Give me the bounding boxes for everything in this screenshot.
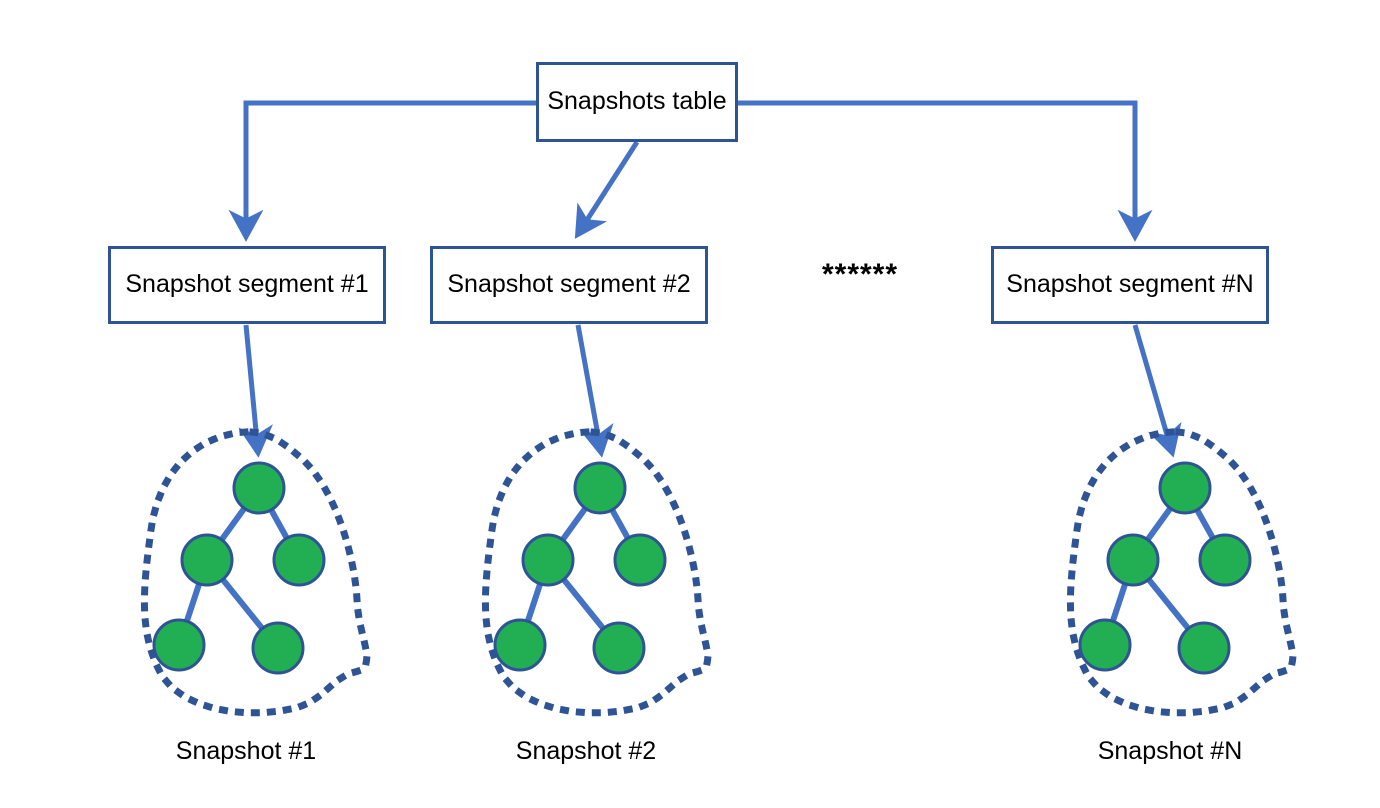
- snapshot-1-caption: Snapshot #1: [175, 737, 317, 765]
- snapshot-segment-1-box[interactable]: Snapshot segment #1: [108, 246, 386, 324]
- tree-node-child-right: [1198, 533, 1252, 587]
- snapshot-group-1: [140, 428, 371, 717]
- tree-node-leaf-left: [152, 618, 206, 672]
- tree-node-leaf-right: [251, 621, 305, 675]
- connector-table-to-segment-n: [738, 100, 1153, 242]
- tree-node-child-left: [180, 533, 234, 587]
- tree-node-child-left: [1106, 533, 1160, 587]
- tree-nodes: [493, 461, 667, 675]
- tree-node-root: [573, 461, 627, 515]
- tree-nodes: [1078, 461, 1252, 675]
- snapshot-blob-outline: [140, 428, 371, 717]
- segments-ellipsis: ******: [821, 258, 899, 291]
- tree-node-leaf-right: [1177, 621, 1231, 675]
- tree-node-child-left: [521, 533, 575, 587]
- connector-table-to-segment-2: [574, 140, 640, 239]
- tree-node-leaf-right: [592, 621, 646, 675]
- tree-node-leaf-left: [493, 618, 547, 672]
- snapshot-segment-2-box[interactable]: Snapshot segment #2: [430, 246, 708, 324]
- connector-table-to-segment-1: [228, 100, 536, 242]
- snapshot-2-caption: Snapshot #2: [515, 737, 657, 765]
- snapshot-segment-n-box[interactable]: Snapshot segment #N: [991, 246, 1269, 324]
- snapshot-blob-outline: [1066, 428, 1297, 717]
- snapshot-group-n: [1066, 428, 1297, 717]
- tree-node-child-right: [272, 533, 326, 587]
- snapshot-group-2: [481, 428, 712, 717]
- tree-node-root: [232, 461, 286, 515]
- tree-node-leaf-left: [1078, 618, 1132, 672]
- snapshot-n-caption: Snapshot #N: [1097, 737, 1243, 765]
- tree-node-root: [1158, 461, 1212, 515]
- tree-node-child-right: [613, 533, 667, 587]
- tree-nodes: [152, 461, 326, 675]
- snapshots-table-box[interactable]: Snapshots table: [536, 62, 738, 142]
- snapshot-blob-outline: [481, 428, 712, 717]
